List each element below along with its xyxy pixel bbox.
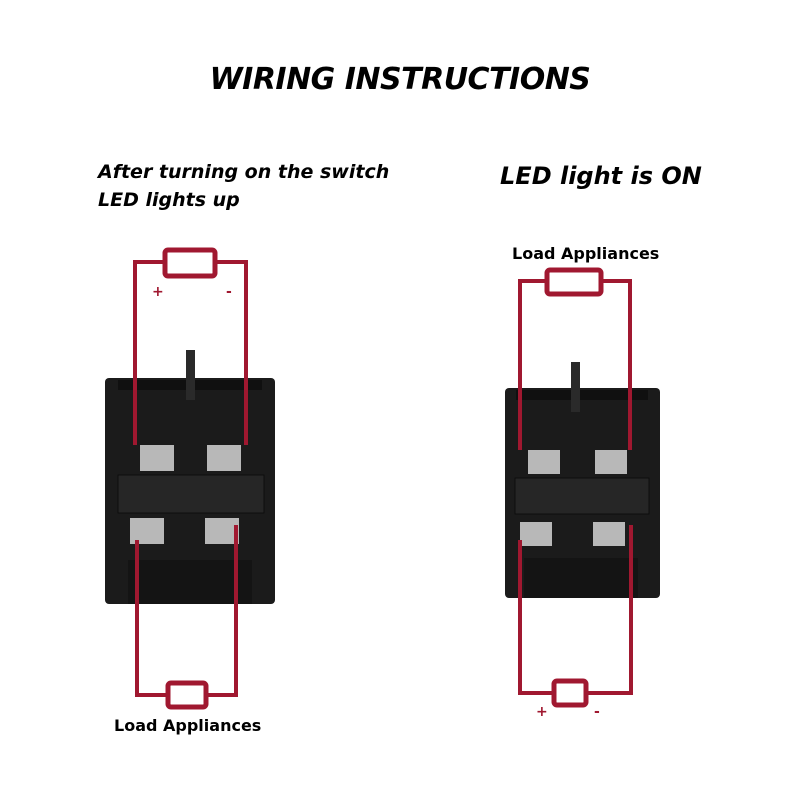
left-top-minus-label: - bbox=[226, 284, 232, 300]
left-bottom-wiring bbox=[135, 525, 238, 710]
left-top-wire-minus bbox=[215, 260, 248, 445]
right-switch-center-pin bbox=[571, 362, 580, 412]
left-top-wire-plus bbox=[133, 260, 165, 445]
right-bottom-wire-plus bbox=[518, 540, 554, 695]
right-bottom-wiring bbox=[518, 525, 633, 708]
right-bottom-wire-minus bbox=[586, 525, 633, 695]
left-bottom-wire-right bbox=[206, 525, 238, 697]
right-terminal-top-right bbox=[595, 450, 627, 474]
right-terminal-top-left bbox=[528, 450, 560, 474]
left-terminal-bottom-left bbox=[130, 518, 164, 544]
right-terminal-bottom-left bbox=[520, 522, 552, 546]
page-title: WIRING INSTRUCTIONS bbox=[209, 62, 591, 97]
left-caption-line2: LED lights up bbox=[98, 189, 240, 211]
right-terminal-bottom-right bbox=[593, 522, 625, 546]
right-top-wire-right bbox=[601, 279, 632, 450]
right-switch-lower-block bbox=[524, 558, 638, 598]
left-terminal-top-right bbox=[207, 445, 241, 471]
right-top-wire-left bbox=[518, 279, 547, 450]
left-top-plus-label: + bbox=[152, 284, 164, 300]
right-top-load-symbol bbox=[544, 267, 604, 297]
right-rocker-switch bbox=[505, 362, 660, 598]
left-bottom-wire-left bbox=[135, 540, 168, 697]
left-terminal-top-left bbox=[140, 445, 174, 471]
left-switch-lower-block bbox=[128, 560, 252, 604]
right-top-wiring bbox=[518, 267, 632, 450]
left-rocker-switch bbox=[105, 350, 275, 604]
left-caption-line1: After turning on the switch bbox=[98, 161, 390, 183]
right-switch-middle-block bbox=[514, 477, 650, 515]
left-bottom-load-label: Load Appliances bbox=[114, 716, 262, 735]
left-bottom-load-symbol bbox=[165, 680, 209, 710]
right-switch-top-lip bbox=[516, 390, 648, 400]
left-switch-center-pin bbox=[186, 350, 195, 400]
left-switch-middle-block bbox=[117, 474, 265, 514]
right-caption: LED light is ON bbox=[500, 162, 702, 190]
left-terminal-bottom-right bbox=[205, 518, 239, 544]
left-caption: After turning on the switch LED lights u… bbox=[98, 158, 389, 214]
right-top-load-label: Load Appliances bbox=[512, 244, 660, 263]
right-bottom-plus-label: + bbox=[536, 704, 548, 720]
right-bottom-load-symbol bbox=[551, 678, 589, 708]
right-bottom-minus-label: - bbox=[594, 704, 600, 720]
left-top-load-symbol bbox=[162, 247, 218, 279]
left-top-wiring bbox=[133, 247, 248, 445]
